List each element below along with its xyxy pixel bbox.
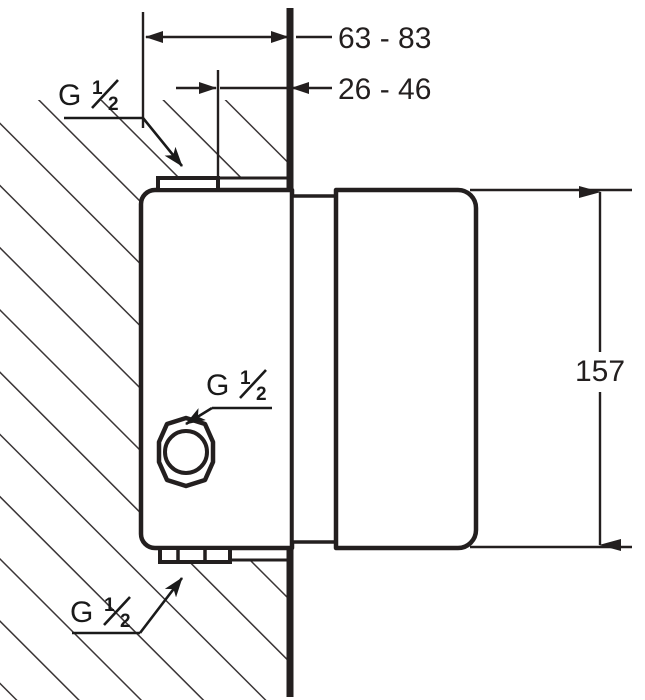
side-outlet-port [156, 415, 216, 489]
callout-top-inlet: G 1 2 [58, 78, 184, 167]
callout-side-port-prefix: G [206, 369, 229, 402]
dimension-157: 157 [470, 186, 632, 551]
dimension-26-46: 26 - 46 [176, 70, 431, 185]
callout-bottom-outlet-numerator: 1 [104, 595, 115, 616]
callout-top-inlet-prefix: G [58, 79, 81, 112]
dimension-label-63-83: 63 - 83 [338, 22, 431, 55]
bottom-connection-nipples [158, 546, 288, 564]
callout-bottom-outlet-prefix: G [70, 596, 93, 629]
callout-bottom-outlet-denominator: 2 [120, 611, 131, 632]
dimension-label-157: 157 [575, 355, 625, 388]
dimension-label-26-46: 26 - 46 [338, 73, 431, 106]
top-connection-nipple [156, 176, 288, 192]
callout-bottom-outlet: G 1 2 [70, 577, 184, 635]
callout-side-port-denominator: 2 [256, 384, 267, 405]
callout-top-inlet-denominator: 2 [108, 94, 119, 115]
callout-side-port-numerator: 1 [240, 368, 251, 389]
callout-top-inlet-numerator: 1 [92, 78, 103, 99]
callout-side-port: G 1 2 [185, 368, 272, 426]
wall-sleeve [290, 194, 340, 544]
dimension-63-83: 63 - 83 [141, 12, 431, 128]
escutcheon-trim [333, 187, 479, 551]
